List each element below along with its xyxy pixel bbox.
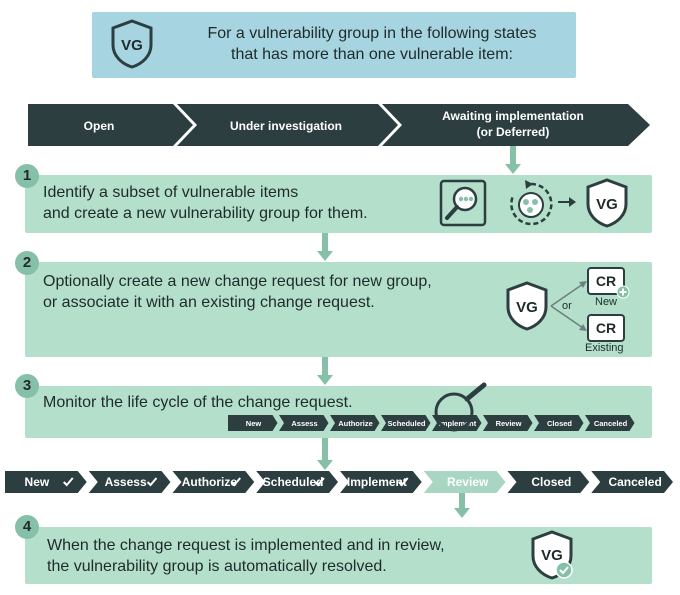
pipeline-stage-label: New — [25, 475, 50, 489]
step-4-box: When the change request is implemented a… — [25, 527, 652, 584]
step-2-line-2: or associate it with an existing change … — [43, 294, 375, 311]
step-1-box: Identify a subset of vulnerable items an… — [25, 175, 652, 233]
step-2-text: Optionally create a new change request f… — [43, 271, 432, 313]
mini-stage-label: Implement — [439, 419, 477, 428]
new-cr-icon: CR — [587, 267, 625, 295]
pipeline-stage-label: Canceled — [608, 475, 661, 489]
change-request-pipeline: New Assess Authorize Scheduled Implement Revi… — [5, 471, 673, 493]
state-open-chevron — [28, 104, 193, 146]
step-1-line-1: Identify a subset of vulnerable items — [43, 184, 299, 201]
vulnerability-group-shield-icon: VG — [586, 178, 628, 228]
state-under-investigation-chevron — [177, 104, 398, 146]
state-open-label: Open — [84, 119, 115, 133]
connector-arrow — [317, 375, 333, 385]
check-icon — [230, 477, 242, 487]
step-1-line-2: and create a new vulnerability group for… — [43, 205, 368, 222]
state-chevrons: Open Under investigation Awaiting implem… — [28, 104, 650, 146]
vg-label: VG — [596, 196, 618, 213]
pipeline-stage-assess — [88, 471, 171, 493]
pipeline-stage-label: Implement — [347, 475, 407, 489]
pipeline-stage-authorize — [172, 471, 255, 493]
search-items-icon — [439, 179, 487, 227]
connector-arrow — [317, 460, 333, 470]
pipeline-stage-new — [5, 471, 87, 493]
step-1-text: Identify a subset of vulnerable items an… — [43, 182, 368, 224]
branch-arrows-icon — [550, 281, 587, 331]
step-4-number: 4 — [15, 515, 39, 539]
connector-line — [322, 233, 328, 253]
pipeline-stage-implement — [340, 471, 422, 493]
mini-stage-new — [228, 415, 278, 431]
intro-text: For a vulnerability group in the followi… — [177, 23, 567, 65]
mini-stage-scheduled — [381, 415, 431, 431]
step-4-line-2: the vulnerability group is automatically… — [47, 558, 387, 575]
step-2-box: Optionally create a new change request f… — [25, 262, 652, 357]
vulnerability-group-shield-icon: VG — [506, 281, 548, 331]
pipeline-stage-label: Closed — [531, 475, 571, 489]
step-4-text: When the change request is implemented a… — [47, 535, 445, 577]
step-2-number: 2 — [15, 251, 39, 275]
mini-stage-label: Assess — [291, 419, 317, 428]
step-3-text: Monitor the life cycle of the change req… — [43, 394, 353, 411]
vg-label: VG — [541, 547, 563, 564]
mini-stage-label: Scheduled — [388, 419, 426, 428]
state-awaiting-label-1: Awaiting implementation — [442, 109, 584, 123]
resolved-vulnerability-group-icon: VG — [531, 530, 573, 580]
intro-line-1: For a vulnerability group in the followi… — [207, 25, 537, 42]
connector-arrow — [505, 164, 521, 174]
pipeline-stage-label: Scheduled — [263, 475, 324, 489]
pipeline-stage-canceled — [591, 471, 673, 493]
mini-pipeline: New Assess Authorize Scheduled Implement Revi… — [228, 415, 635, 431]
step-4-line-1: When the change request is implemented a… — [47, 537, 445, 554]
pipeline-stage-label: Assess — [105, 475, 147, 489]
existing-cr-icon: CR — [587, 314, 625, 342]
pipeline-stage-label: Authorize — [182, 475, 238, 489]
mini-stage-label: Review — [496, 419, 522, 428]
mini-stage-label: Closed — [547, 419, 572, 428]
mini-stage-review — [483, 415, 533, 431]
step-2-line-1: Optionally create a new change request f… — [43, 273, 432, 290]
pipeline-stage-label: Review — [447, 475, 489, 489]
state-awaiting-label-2: (or Deferred) — [477, 125, 550, 139]
connector-line — [322, 357, 328, 377]
mini-stage-canceled — [585, 415, 635, 431]
connector-arrow — [317, 251, 333, 261]
mini-stage-label: Authorize — [338, 419, 373, 428]
existing-label: Existing — [585, 342, 624, 354]
check-icon — [314, 477, 325, 487]
mini-stage-label: New — [246, 419, 262, 428]
connector-line — [322, 438, 328, 462]
step-1-number: 1 — [15, 164, 39, 188]
check-icon — [146, 477, 158, 487]
connector-line — [459, 493, 465, 509]
pipeline-stage-closed — [507, 471, 590, 493]
mini-stage-label: Canceled — [594, 419, 628, 428]
pipeline-stage-scheduled — [256, 471, 338, 493]
vg-label: VG — [121, 37, 143, 54]
intro-box: VG For a vulnerability group in the foll… — [92, 12, 576, 78]
arrow-right-icon — [558, 197, 576, 207]
mini-stage-assess — [279, 415, 329, 431]
state-under-investigation-label: Under investigation — [230, 119, 342, 133]
intro-line-2: that has more than one vulnerable item: — [231, 46, 513, 63]
connector-line — [510, 146, 516, 166]
mini-stage-authorize — [330, 415, 380, 431]
vg-label: VG — [516, 299, 538, 316]
or-label: or — [562, 300, 572, 312]
vulnerability-group-shield-icon: VG — [111, 19, 153, 69]
plus-icon — [616, 285, 630, 299]
state-awaiting-chevron — [382, 104, 650, 146]
connector-arrow — [454, 508, 470, 518]
step-3-number: 3 — [15, 374, 39, 398]
check-icon — [398, 477, 409, 487]
mini-stage-closed — [534, 415, 584, 431]
new-label: New — [595, 296, 618, 308]
group-cycle-icon — [510, 180, 553, 226]
monitor-magnifier-icon — [434, 382, 487, 432]
pipeline-stage-review — [423, 471, 506, 493]
check-icon — [63, 477, 74, 487]
